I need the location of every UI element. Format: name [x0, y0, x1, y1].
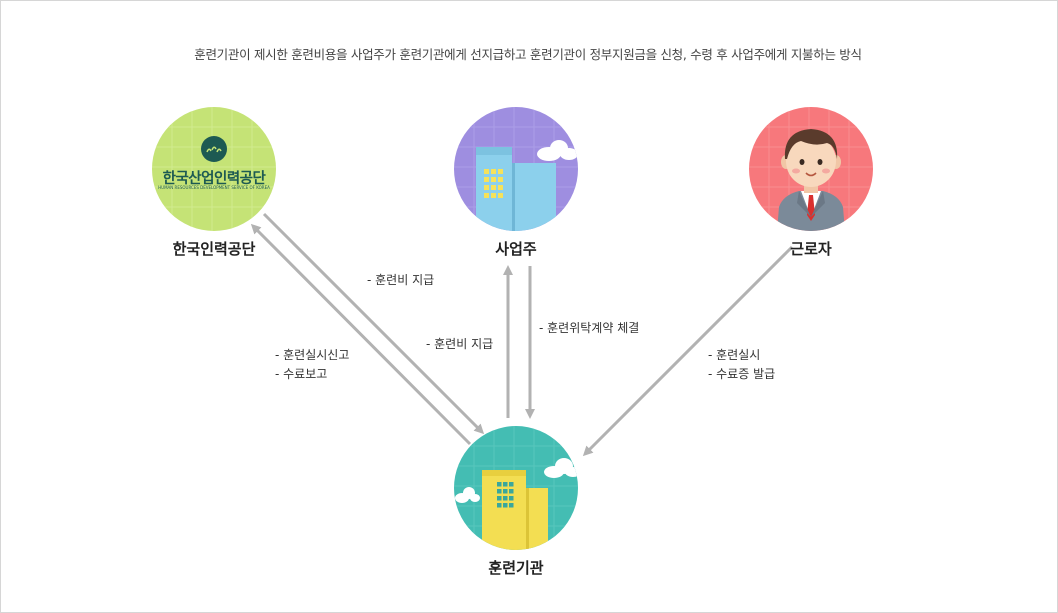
- node-label-hrd: 한국인력공단: [172, 240, 256, 258]
- school-building-icon: [454, 426, 578, 550]
- edge-label-institution-to-employer: - 훈련비 지급: [426, 337, 494, 351]
- node-worker: [749, 107, 873, 231]
- employer-circle: [454, 107, 578, 231]
- node-label-worker: 근로자: [790, 240, 832, 258]
- edge-label-line: - 훈련실시: [708, 348, 761, 362]
- node-label-institution: 훈련기관: [488, 559, 544, 577]
- arrow-hrd-to-institution: [262, 212, 485, 435]
- edge-label-line: - 훈련실시신고: [275, 348, 350, 362]
- arrow-worker-to-institution: [582, 245, 794, 457]
- edge-label-institution-to-hrd: - 훈련실시신고 - 수료보고: [275, 346, 349, 384]
- institution-circle: [454, 426, 578, 550]
- building-icon: [454, 107, 578, 231]
- hrd-logo-icon: [201, 136, 227, 162]
- header-description: 훈련기관이 제시한 훈련비용을 사업주가 훈련기관에게 선지급하고 훈련기관이 …: [194, 47, 862, 62]
- worker-circle: [749, 107, 873, 231]
- node-hrd: 한국산업인력공단 HUMAN RESOURCES DEVELOPMENT SER…: [152, 107, 276, 231]
- edge-label-hrd-to-institution: - 훈련비 지급: [367, 273, 435, 287]
- hrd-logo-subtitle: HUMAN RESOURCES DEVELOPMENT SERVICE OF K…: [158, 185, 270, 190]
- node-label-employer: 사업주: [495, 240, 537, 258]
- edge-label-line: - 수료증 발급: [708, 367, 776, 381]
- edge-label-worker-to-institution: - 훈련실시 - 수료증 발급: [708, 346, 775, 384]
- hrd-logo-title: 한국산업인력공단: [162, 171, 266, 187]
- person-icon: [749, 107, 873, 231]
- edge-label-line: - 수료보고: [275, 367, 328, 381]
- node-employer: [454, 107, 578, 231]
- hrd-circle: 한국산업인력공단 HUMAN RESOURCES DEVELOPMENT SER…: [152, 107, 276, 231]
- arrow-institution-to-hrd: [250, 223, 472, 446]
- edge-label-employer-to-institution: - 훈련위탁계약 체결: [539, 321, 640, 335]
- node-institution: [454, 426, 578, 550]
